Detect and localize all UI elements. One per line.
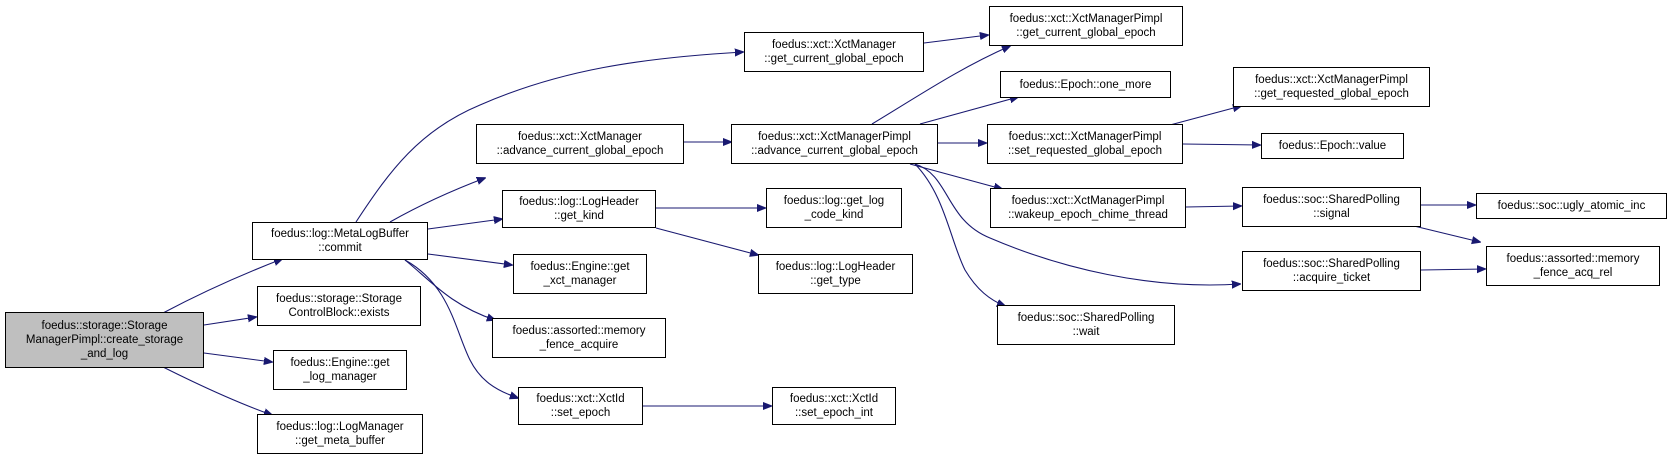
- edge-signal-to-memory-fence-acq-rel: [1413, 225, 1480, 242]
- edge-commit-to-xctid-set-epoch: [404, 259, 518, 398]
- node-log-manager-get-meta-buffer[interactable]: foedus::log::LogManager ::get_meta_buffe…: [257, 414, 423, 454]
- edge-wakeup-to-signal: [1185, 206, 1241, 207]
- node-epoch-value[interactable]: foedus::Epoch::value: [1261, 133, 1404, 159]
- node-memory-fence-acq-rel[interactable]: foedus::assorted::memory _fence_acq_rel: [1486, 246, 1660, 286]
- node-shared-polling-acquire-ticket[interactable]: foedus::soc::SharedPolling ::acquire_tic…: [1242, 251, 1421, 291]
- edge-commit-to-get-current-global-epoch: [355, 52, 743, 223]
- node-ugly-atomic-inc[interactable]: foedus::soc::ugly_atomic_inc: [1476, 193, 1667, 219]
- node-xct-manager-pimpl-set-requested-global-epoch[interactable]: foedus::xct::XctManagerPimpl ::set_reque…: [987, 124, 1183, 164]
- edge-pimpl-advance-to-wakeup: [909, 163, 1002, 189]
- edge-pimpl-advance-to-sharedpolling-wait: [914, 163, 1005, 306]
- edge-root-to-storage-cb-exists: [203, 317, 256, 326]
- node-shared-polling-signal[interactable]: foedus::soc::SharedPolling ::signal: [1242, 187, 1421, 227]
- edge-acquire-ticket-to-memory-fence-acq-rel: [1420, 269, 1485, 270]
- edge-commit-to-memory-fence-acquire: [404, 259, 495, 320]
- node-log-get-log-code-kind[interactable]: foedus::log::get_log _code_kind: [766, 188, 902, 228]
- node-engine-get-xct-manager[interactable]: foedus::Engine::get _xct_manager: [513, 254, 647, 294]
- node-xct-manager-get-current-global-epoch[interactable]: foedus::xct::XctManager ::get_current_gl…: [744, 32, 924, 72]
- node-storage-control-block-exists[interactable]: foedus::storage::Storage ControlBlock::e…: [257, 286, 421, 326]
- node-engine-get-log-manager[interactable]: foedus::Engine::get _log_manager: [273, 350, 407, 390]
- edge-pimpl-advance-to-sharedpolling-acquire-ticket: [914, 163, 1240, 285]
- node-xct-manager-pimpl-wakeup-epoch-chime-thread[interactable]: foedus::xct::XctManagerPimpl ::wakeup_ep…: [990, 188, 1186, 228]
- node-log-header-get-kind[interactable]: foedus::log::LogHeader ::get_kind: [502, 190, 656, 228]
- node-shared-polling-wait[interactable]: foedus::soc::SharedPolling ::wait: [997, 305, 1175, 345]
- node-memory-fence-acquire[interactable]: foedus::assorted::memory _fence_acquire: [492, 318, 666, 358]
- edge-set-requested-to-epoch-value: [1182, 144, 1260, 145]
- edge-get-current-global-epoch-to-pimpl: [923, 35, 988, 44]
- edge-root-to-logmanager-get-meta-buffer: [162, 366, 272, 415]
- node-metalog-buffer-commit[interactable]: foedus::log::MetaLogBuffer ::commit: [252, 222, 428, 260]
- node-xct-manager-advance-current-global-epoch[interactable]: foedus::xct::XctManager ::advance_curren…: [476, 124, 684, 164]
- edge-commit-to-advance-current-global-epoch: [389, 178, 485, 223]
- edge-get-kind-to-logheader-get-type: [655, 227, 758, 255]
- edge-pimpl-advance-to-pimpl-get-current: [871, 46, 1010, 125]
- node-xct-manager-pimpl-get-requested-global-epoch[interactable]: foedus::xct::XctManagerPimpl ::get_reque…: [1233, 67, 1430, 107]
- node-xct-id-set-epoch-int[interactable]: foedus::xct::XctId ::set_epoch_int: [772, 387, 896, 425]
- node-xct-id-set-epoch[interactable]: foedus::xct::XctId ::set_epoch: [518, 387, 643, 425]
- edge-commit-to-logheader-get-kind: [427, 219, 502, 230]
- edge-root-to-engine-get-log-manager: [203, 352, 272, 362]
- edge-root-to-metalog-commit: [162, 259, 282, 314]
- edge-commit-to-engine-get-xct-manager: [427, 253, 512, 265]
- node-xct-manager-pimpl-advance-current-global-epoch[interactable]: foedus::xct::XctManagerPimpl ::advance_c…: [731, 124, 938, 164]
- node-xct-manager-pimpl-get-current-global-epoch[interactable]: foedus::xct::XctManagerPimpl ::get_curre…: [989, 6, 1183, 46]
- edge-set-requested-to-get-requested: [1169, 106, 1241, 126]
- edge-pimpl-advance-to-epoch-one-more: [919, 97, 1018, 125]
- node-storage-manager-pimpl-create-storage-and-log[interactable]: foedus::storage::Storage ManagerPimpl::c…: [5, 312, 204, 368]
- node-epoch-one-more[interactable]: foedus::Epoch::one_more: [1000, 71, 1171, 98]
- node-log-header-get-type[interactable]: foedus::log::LogHeader ::get_type: [758, 254, 913, 294]
